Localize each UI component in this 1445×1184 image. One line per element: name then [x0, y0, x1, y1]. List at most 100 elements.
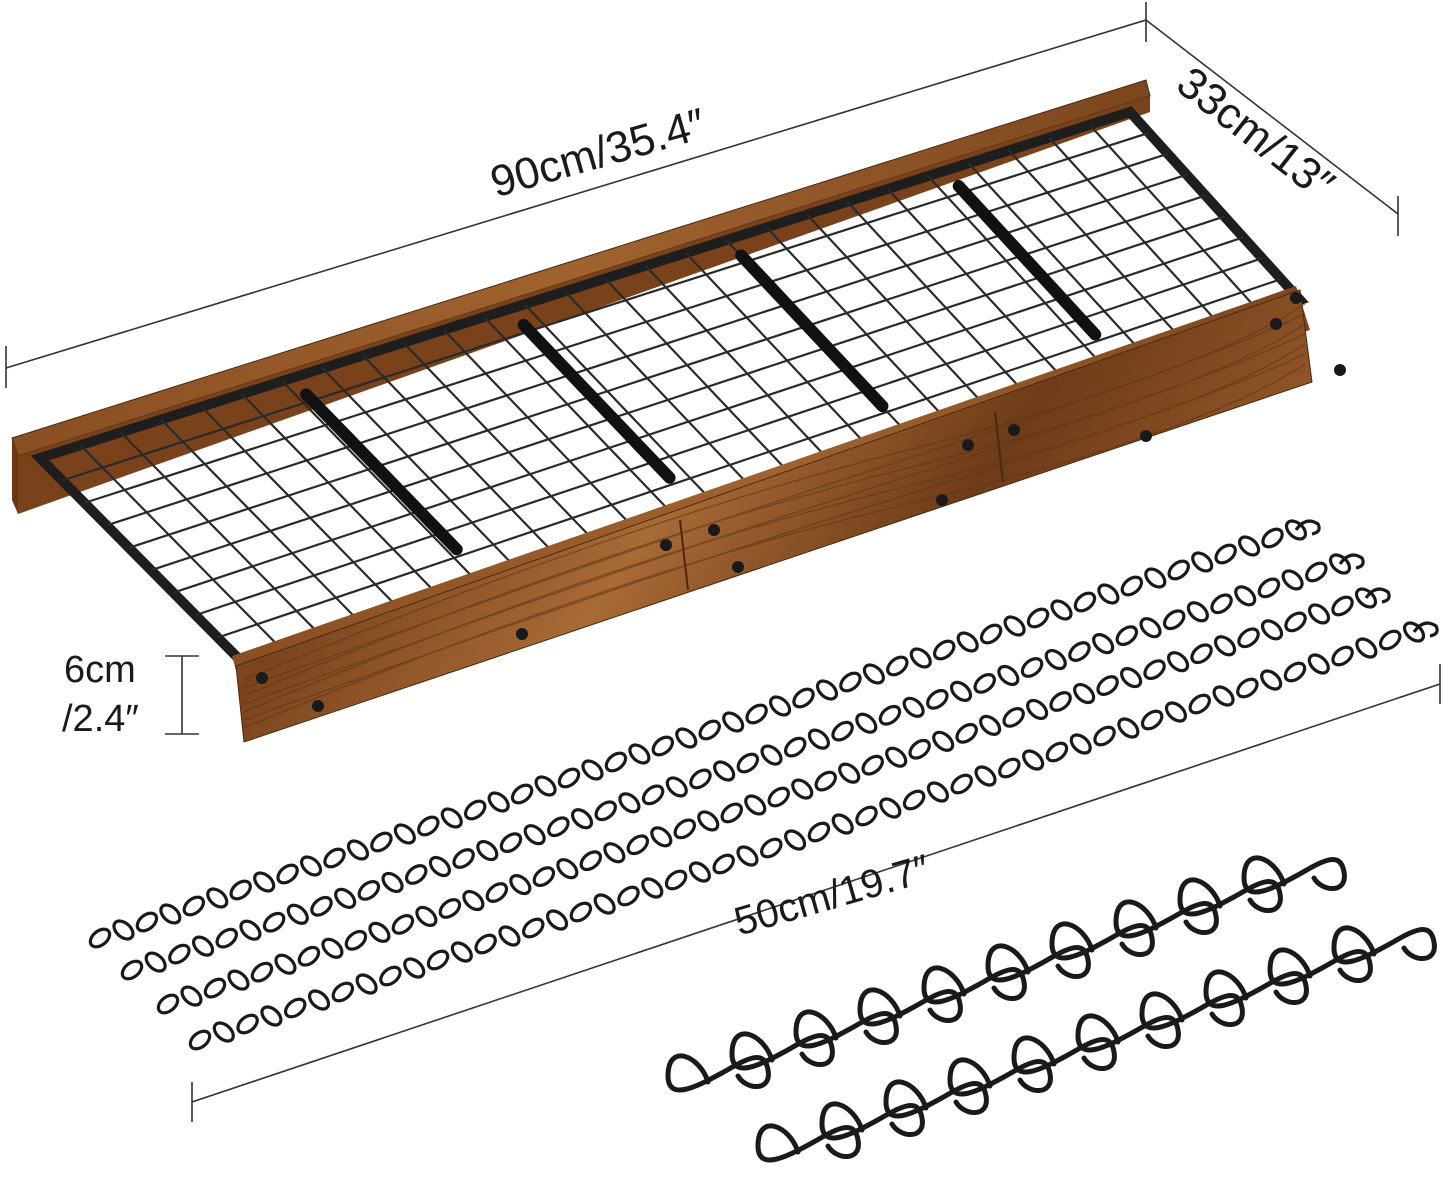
chain-link — [1140, 709, 1164, 731]
chain-link — [712, 853, 735, 875]
chain-link — [462, 889, 485, 912]
chain-link — [1003, 615, 1026, 637]
chain-link — [370, 831, 393, 853]
chain-link — [1120, 575, 1144, 597]
chain-link — [1213, 635, 1237, 657]
chain-link — [1115, 625, 1139, 647]
s-hook — [1075, 1013, 1181, 1053]
screw — [962, 439, 974, 451]
chain-link — [227, 969, 250, 991]
chain-link — [509, 874, 532, 896]
chain-link — [664, 869, 688, 891]
chain-link — [403, 957, 426, 979]
chain-link — [307, 989, 331, 1011]
s-hook — [793, 1009, 899, 1049]
chain-link — [886, 655, 909, 677]
s-hook — [1177, 877, 1283, 917]
chain-link — [1002, 707, 1025, 728]
chain-link — [236, 1013, 259, 1035]
chain — [120, 553, 1365, 981]
chain-link — [1237, 627, 1260, 649]
chain-link — [168, 943, 191, 965]
screw — [312, 700, 324, 712]
chain-link — [1167, 651, 1190, 673]
chain-link — [450, 941, 473, 963]
chain-link — [926, 781, 949, 803]
chain-link — [745, 703, 768, 725]
chain-link — [532, 866, 556, 888]
chain-link — [713, 760, 736, 782]
chain-link — [1020, 657, 1044, 678]
screw — [708, 524, 720, 536]
chain-link — [283, 997, 307, 1019]
chain-link — [1096, 675, 1119, 696]
chain-link — [440, 807, 463, 829]
chain-link — [784, 829, 807, 851]
chain-link — [239, 919, 262, 941]
chain — [88, 519, 1321, 949]
chain-link — [628, 743, 651, 765]
chain-link — [689, 768, 712, 790]
chain-link — [88, 927, 112, 949]
chain-link — [381, 871, 404, 894]
grid-wire — [200, 405, 398, 608]
chain-link — [675, 727, 698, 749]
chain — [156, 587, 1391, 1015]
chain-link — [1210, 593, 1233, 615]
chain-link — [1097, 583, 1120, 605]
chain-link — [1144, 567, 1167, 589]
chain-link — [1191, 551, 1214, 573]
chain-link — [144, 951, 167, 973]
chain-link — [415, 905, 438, 927]
grid-wire — [241, 393, 438, 595]
s-hook — [729, 1031, 835, 1071]
chain-link — [831, 720, 854, 742]
chain-link — [974, 765, 997, 787]
screw — [936, 494, 948, 506]
screw — [660, 539, 672, 551]
chain-link — [417, 815, 440, 837]
chain-link — [603, 842, 626, 864]
chain-link — [321, 937, 344, 959]
s-hook — [1241, 855, 1347, 895]
chain-link — [815, 679, 839, 701]
s-hook — [1331, 925, 1437, 965]
height-dimension-cm-label: 6cm — [64, 649, 136, 691]
grid-wire — [927, 175, 1105, 368]
grid-wire — [685, 252, 869, 448]
chain-link — [1236, 677, 1259, 699]
chain-link — [331, 981, 355, 1003]
chain-link — [1073, 591, 1097, 613]
chain-link — [393, 823, 416, 845]
chain-link — [1050, 599, 1073, 621]
chain-link — [498, 925, 521, 947]
chain-link — [698, 719, 721, 741]
s-hook — [985, 943, 1091, 983]
chain-link — [949, 680, 973, 702]
chain-link — [487, 791, 510, 813]
chain-link — [1164, 701, 1188, 723]
chain-link — [641, 877, 664, 899]
chain-link — [879, 797, 902, 819]
chain-link — [438, 898, 462, 919]
chain-link — [594, 800, 617, 822]
chain-link — [485, 882, 509, 903]
chain-link — [1045, 741, 1069, 763]
s-hook — [1049, 921, 1155, 961]
chain-link — [979, 623, 1003, 645]
chain-link — [534, 775, 557, 797]
grid-wire — [765, 226, 948, 421]
chain-link — [956, 631, 979, 653]
grid-wire — [119, 431, 320, 635]
grid-wire — [806, 213, 987, 408]
chain-link — [950, 773, 973, 795]
chain-link — [1139, 617, 1162, 639]
s-hook — [1113, 899, 1219, 939]
chain-link — [547, 816, 570, 838]
chain-link — [767, 786, 790, 808]
s-hook — [755, 1123, 861, 1163]
chain-link — [253, 871, 276, 893]
chain-link — [909, 647, 932, 669]
s-hook — [1011, 1035, 1117, 1075]
chain-link — [814, 770, 837, 792]
